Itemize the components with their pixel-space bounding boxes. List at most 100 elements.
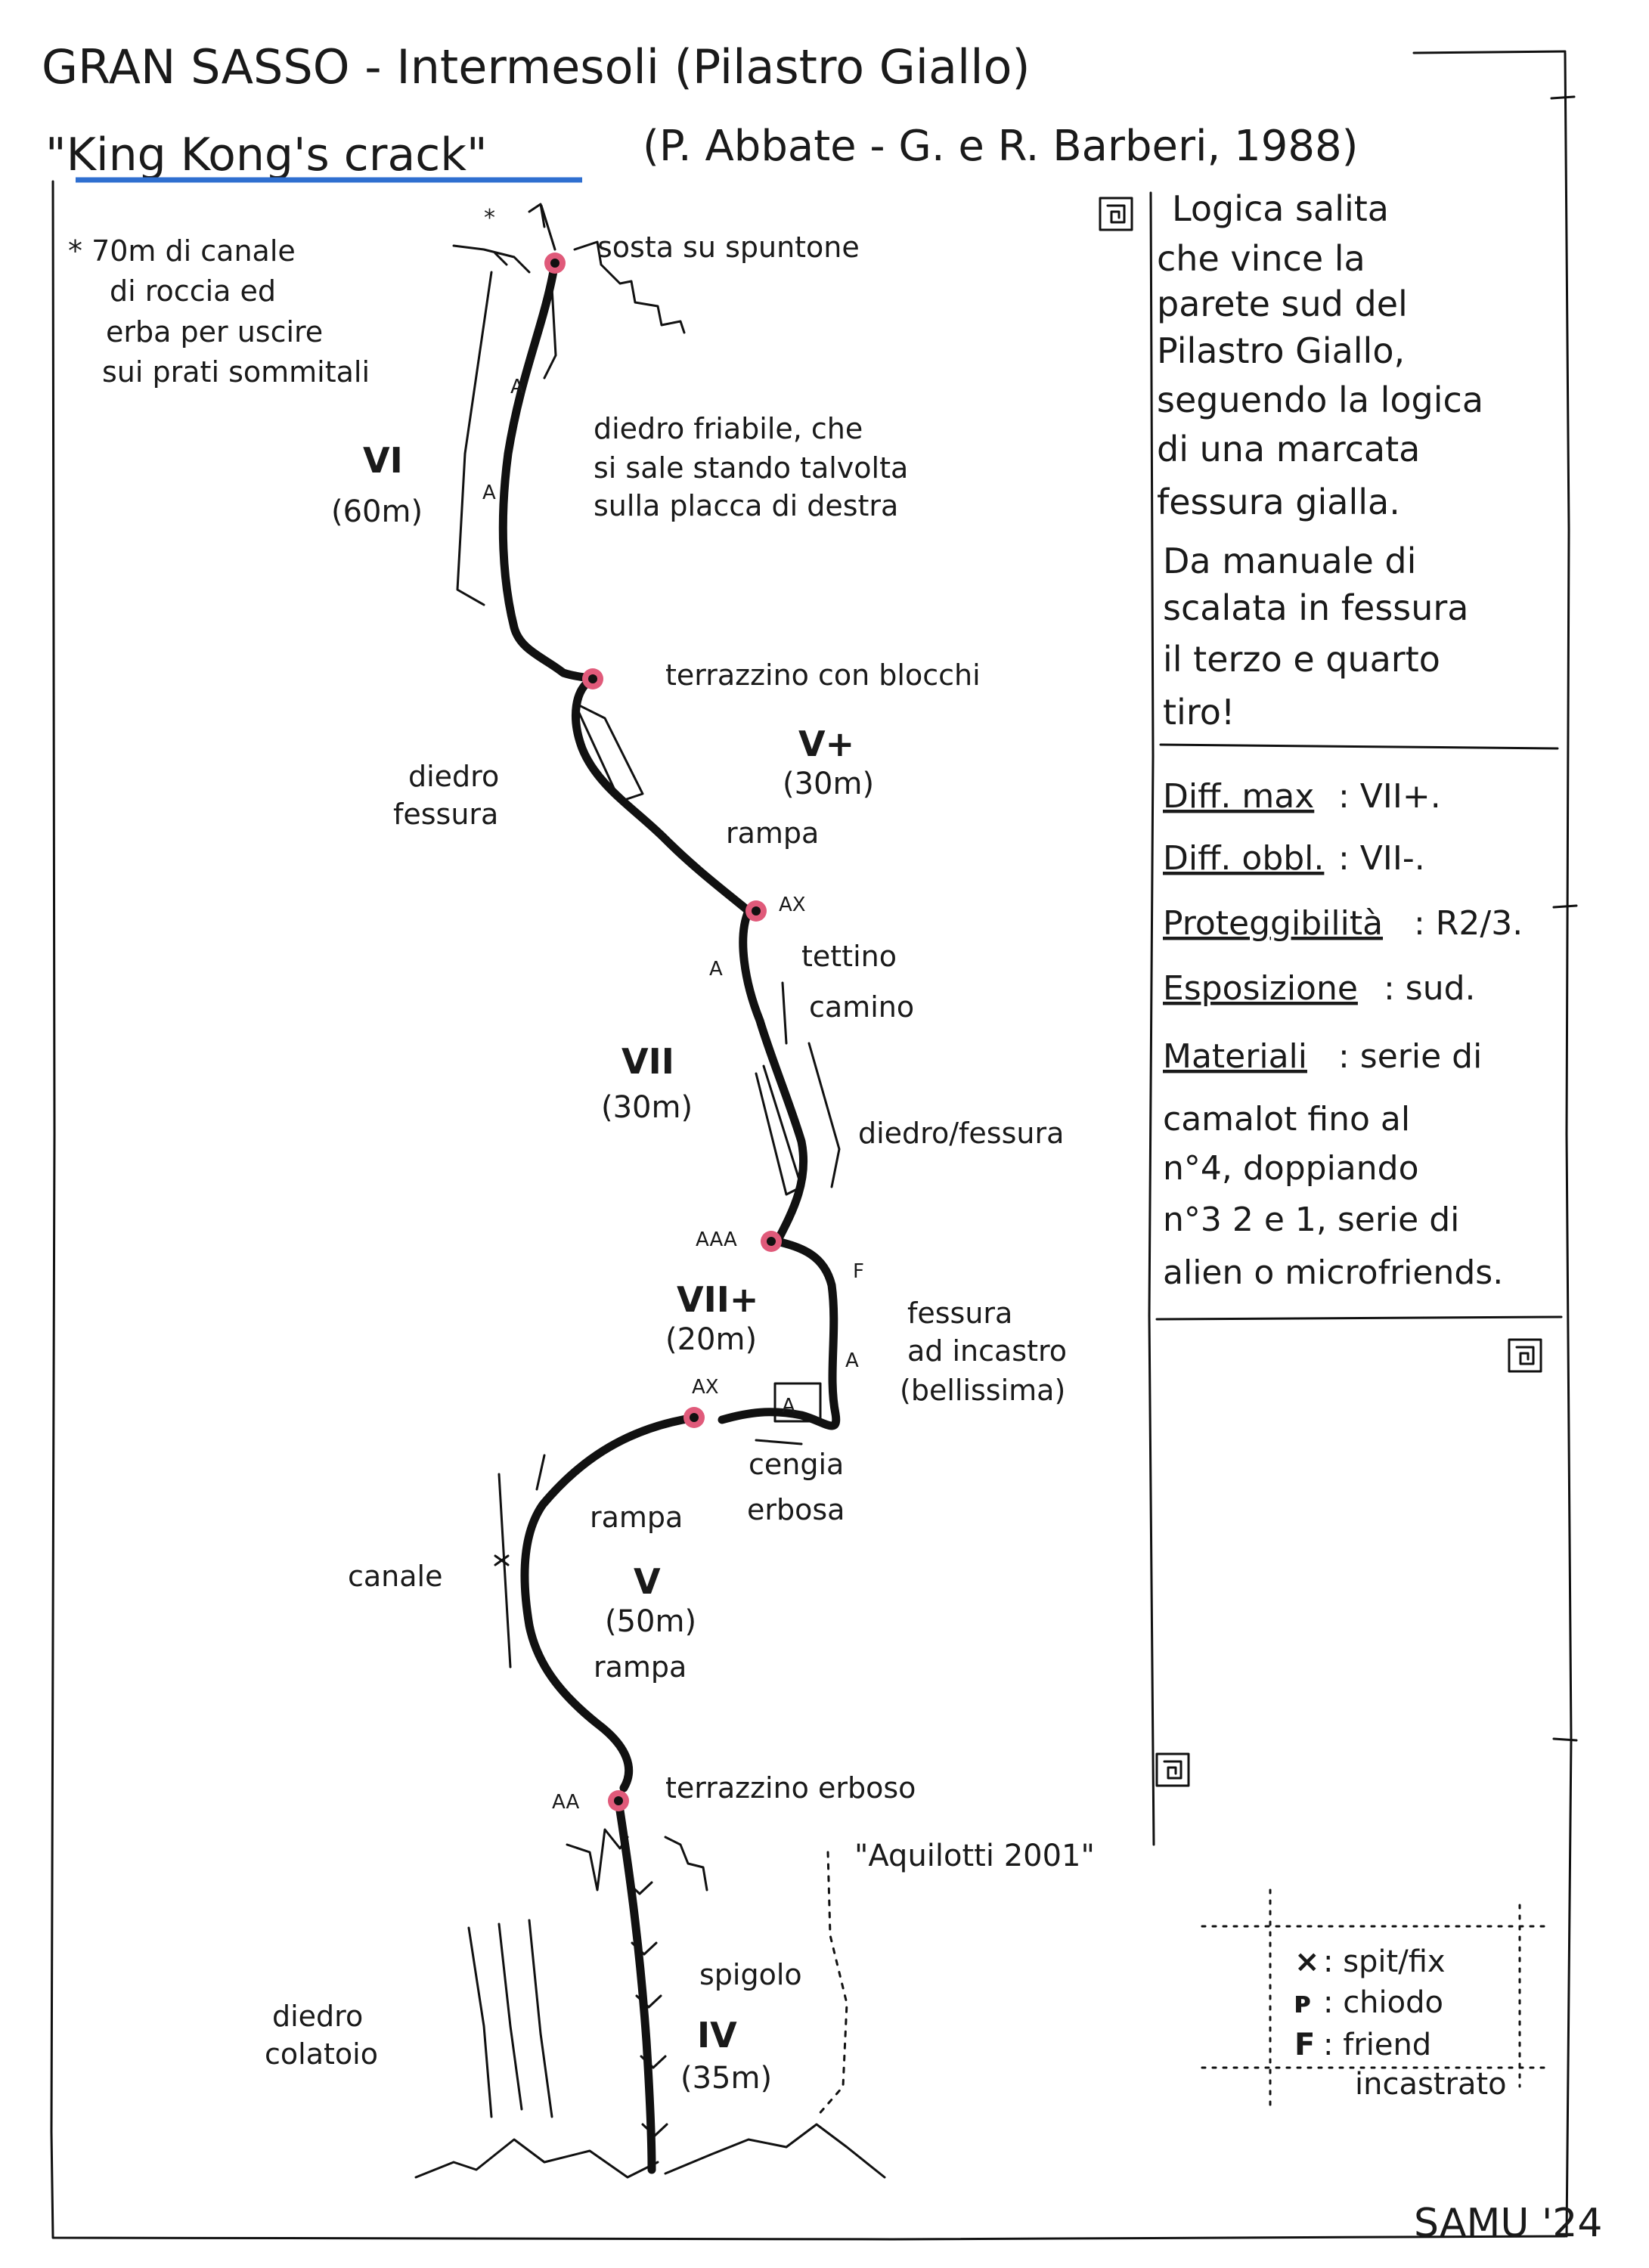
spiral-icon: [1155, 1752, 1190, 1787]
belay-point: [761, 1231, 782, 1252]
note-line: rampa: [590, 1501, 683, 1534]
belay-point: [608, 1790, 629, 1811]
friend-marker: F: [853, 1260, 864, 1283]
desc-line: seguendo la logica: [1157, 380, 1483, 420]
pitch-grade: IV: [697, 2015, 737, 2056]
note-line: sulla placca di destra: [594, 489, 898, 522]
note-line: spigolo: [699, 1958, 802, 1991]
panel-divider: [1148, 191, 1155, 1846]
desc-line: di una marcata: [1157, 429, 1420, 469]
exit-note-line: sui prati sommitali: [102, 355, 370, 389]
note-line: erbosa: [747, 1493, 845, 1526]
pitch-length: (20m): [665, 1322, 757, 1357]
pitch-length: (60m): [331, 494, 423, 529]
description: Logica salita che vince la parete sud de…: [1157, 188, 1483, 733]
spiral-icon: [1099, 197, 1133, 231]
desc-line: che vince la: [1157, 238, 1365, 279]
route-name: "King Kong's crack": [45, 129, 488, 181]
note-line: diedro: [272, 2000, 363, 2033]
desc-line: Pilastro Giallo,: [1157, 330, 1405, 371]
piton-marker: A: [845, 1349, 859, 1372]
note-line: colatoio: [265, 2037, 378, 2071]
info-key: Proteggibilità: [1163, 904, 1383, 943]
legend-text: incastrato: [1355, 2067, 1507, 2102]
pitch-length: (50m): [605, 1604, 696, 1639]
terrain-bottom: [414, 1828, 886, 2179]
pitch-grade: VII: [621, 1041, 674, 1082]
materials-line: camalot fino al: [1163, 1100, 1410, 1139]
piton-marker: A: [482, 482, 496, 504]
piton-marker: A: [782, 1395, 795, 1418]
desc-line: scalata in fessura: [1163, 587, 1469, 628]
note-line: canale: [348, 1560, 443, 1593]
info-key: Esposizione: [1163, 969, 1358, 1008]
materials-line: n°3 2 e 1, serie di: [1163, 1201, 1459, 1239]
info-key: Diff. max: [1163, 777, 1314, 816]
legend-symbol: ×: [1294, 1944, 1320, 1979]
arrow-markers: [528, 203, 668, 2137]
legend-symbol: F: [1294, 2028, 1315, 2062]
pitch-length: (35m): [680, 2061, 772, 2096]
legend-symbol: ᴘ: [1294, 1985, 1311, 2020]
note-line: diedro friabile, che: [594, 412, 863, 445]
authors: (P. Abbate - G. e R. Barberi, 1988): [643, 122, 1359, 171]
pitch-length: (30m): [783, 767, 874, 801]
note-line: ad incastro: [907, 1334, 1067, 1368]
note-line: fessura: [393, 798, 498, 831]
pitch-grade: VI: [363, 440, 403, 481]
materials-line: n°4, doppiando: [1163, 1149, 1419, 1188]
note-line: tettino: [801, 940, 897, 973]
exit-note-line: di roccia ed: [110, 274, 276, 308]
info-value: : sud.: [1384, 969, 1476, 1008]
frame-right: [1564, 51, 1573, 2238]
route-line: [498, 259, 841, 2174]
belay-label: AX: [779, 894, 806, 916]
belay-point: [745, 900, 767, 922]
title-line: GRAN SASSO - Intermesoli (Pilastro Giall…: [42, 39, 1031, 94]
info-value: : R2/3.: [1414, 904, 1523, 943]
materials-line: alien o microfriends.: [1163, 1253, 1503, 1292]
desc-line: tiro!: [1163, 692, 1235, 733]
legend-text: : friend: [1323, 2028, 1431, 2062]
belay-label: AA: [552, 1791, 580, 1814]
info-key: Diff. obbl.: [1163, 839, 1324, 878]
info-value: : VII-.: [1338, 839, 1425, 878]
exit-note-line: erba per uscire: [106, 315, 323, 349]
desc-line: Da manuale di: [1163, 541, 1416, 581]
frame-left-bottom: [50, 180, 1567, 2241]
note-line: diedro/fessura: [858, 1117, 1064, 1150]
desc-line: parete sud del: [1157, 284, 1408, 324]
info-value: : serie di: [1338, 1037, 1482, 1076]
belay-label: sosta su spuntone: [597, 231, 860, 264]
belay-point: [544, 253, 566, 274]
star-marker: *: [484, 205, 495, 231]
pitch-grade: VII+: [677, 1279, 758, 1320]
note-line: diedro: [408, 760, 499, 793]
desc-line: il terzo e quarto: [1163, 639, 1440, 680]
desc-line: fessura gialla.: [1157, 482, 1400, 522]
terrain-top: [452, 240, 686, 334]
legend: × : spit/fix ᴘ : chiodo F : friend incas…: [1201, 1888, 1551, 2111]
legend-text: : chiodo: [1323, 1985, 1443, 2020]
belay-point: [683, 1407, 705, 1428]
note-line: si sale stando talvolta: [594, 451, 908, 485]
feature-brackets: [456, 271, 841, 1668]
belay-label: terrazzino con blocchi: [665, 658, 981, 692]
pitch-grade: V: [634, 1561, 661, 1602]
note-line: cengia: [749, 1448, 844, 1481]
belay-label: AAA: [696, 1228, 737, 1251]
tech-info: Diff. max : VII+. Diff. obbl. : VII-. Pr…: [1163, 777, 1523, 1292]
signature: SAMU '24: [1414, 2201, 1602, 2246]
pitch-grade: V+: [798, 723, 854, 764]
desc-line: Logica salita: [1172, 188, 1389, 229]
piton-marker: A: [709, 958, 723, 981]
note-line: rampa: [594, 1650, 687, 1684]
piton-marker: A: [510, 376, 524, 398]
exit-note-line: * 70m di canale: [68, 234, 296, 268]
belay-point: [582, 668, 603, 689]
legend-text: : spit/fix: [1323, 1944, 1446, 1979]
note-line: (bellissima): [900, 1374, 1065, 1407]
spiral-icon: [1508, 1338, 1542, 1373]
note-line: "Aquilotti 2001": [854, 1839, 1095, 1873]
